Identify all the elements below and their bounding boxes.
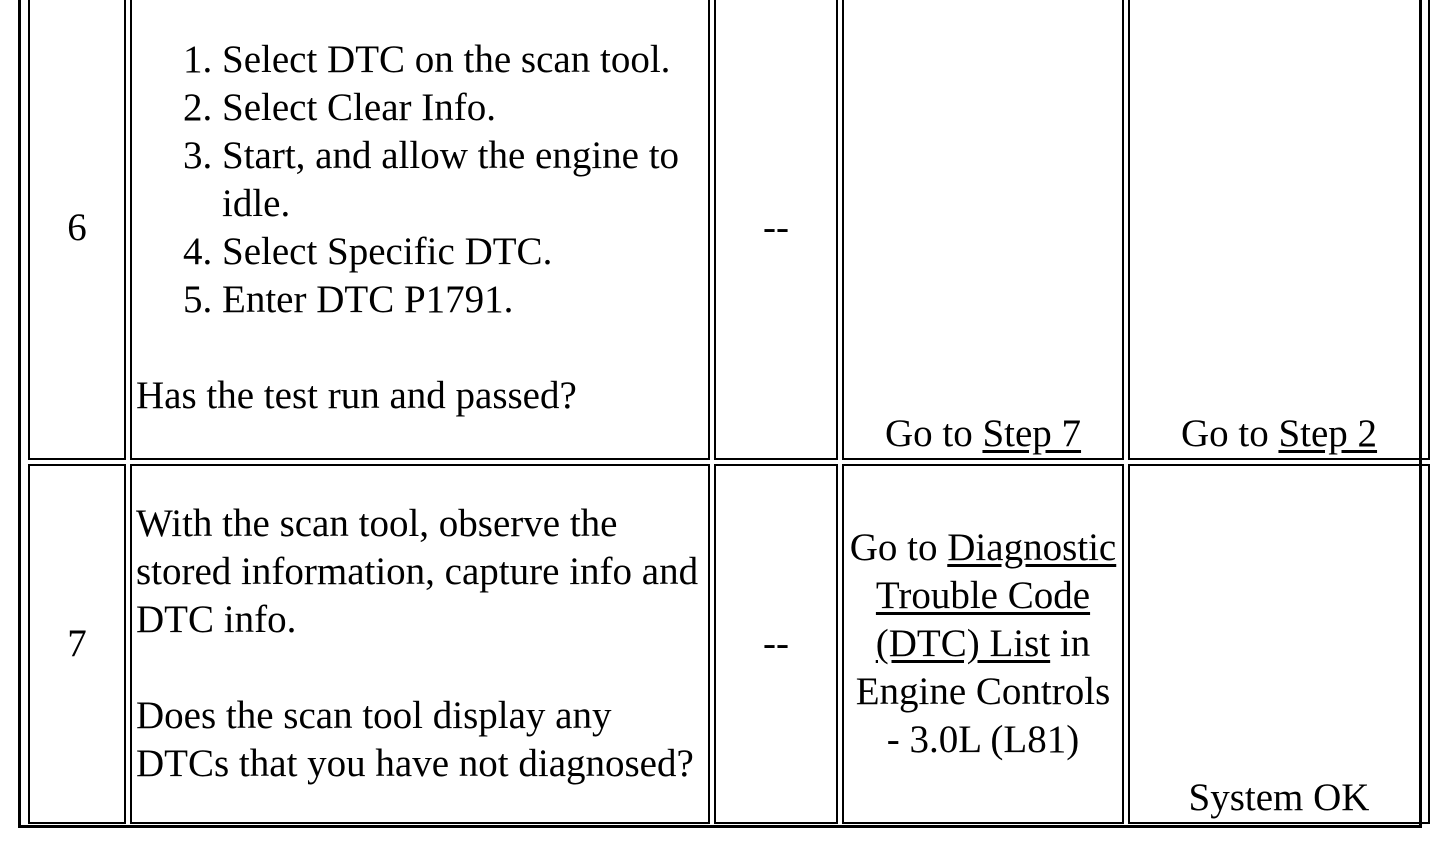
- yes-suffix: in Engine Controls - 3.0L (L81): [855, 622, 1111, 761]
- value-cell: --: [714, 464, 838, 824]
- link-dtc-list[interactable]: Diagnostic Trouble Code (DTC) List: [875, 526, 1117, 665]
- no-prefix: Go to: [1180, 412, 1279, 455]
- value-text: --: [763, 622, 789, 665]
- action-cell: With the scan tool, observe the stored i…: [130, 464, 710, 824]
- step-number: 6: [67, 206, 87, 249]
- link-step-7[interactable]: Step 7: [982, 412, 1082, 455]
- step-number-cell: 6: [28, 0, 126, 460]
- value-text: --: [763, 206, 789, 249]
- link-step-2[interactable]: Step 2: [1278, 412, 1378, 455]
- question-text: Has the test run and passed?: [136, 374, 577, 417]
- spacer: [136, 644, 704, 692]
- no-text: System OK: [1188, 776, 1370, 819]
- no-cell: System OK: [1128, 464, 1430, 824]
- table-row-step-6: 6 Select DTC on the scan tool. Select Cl…: [28, 0, 1430, 460]
- yes-cell: Go to Diagnostic Trouble Code (DTC) List…: [842, 464, 1124, 824]
- action-item: Start, and allow the engine to idle.: [222, 132, 704, 228]
- action-item: Select Clear Info.: [222, 84, 704, 132]
- no-cell: Go to Step 2: [1128, 0, 1430, 460]
- question-text: Does the scan tool display any DTCs that…: [136, 694, 694, 785]
- action-cell: Select DTC on the scan tool. Select Clea…: [130, 0, 710, 460]
- table-row-step-7: 7 With the scan tool, observe the stored…: [28, 464, 1430, 824]
- value-cell: --: [714, 0, 838, 460]
- diagnostic-table-frame: 6 Select DTC on the scan tool. Select Cl…: [18, 0, 1430, 828]
- action-item: Select Specific DTC.: [222, 228, 704, 276]
- yes-cell: Go to Step 7: [842, 0, 1124, 460]
- action-item: Select DTC on the scan tool.: [222, 36, 704, 84]
- diagnostic-table: 6 Select DTC on the scan tool. Select Cl…: [24, 0, 1434, 828]
- action-list: Select DTC on the scan tool. Select Clea…: [136, 36, 704, 324]
- step-number-cell: 7: [28, 464, 126, 824]
- action-item: Enter DTC P1791.: [222, 276, 704, 324]
- step-number: 7: [67, 622, 87, 665]
- yes-prefix: Go to: [884, 412, 983, 455]
- yes-prefix: Go to: [849, 526, 948, 569]
- spacer: [136, 324, 704, 372]
- action-paragraph: With the scan tool, observe the stored i…: [136, 502, 699, 641]
